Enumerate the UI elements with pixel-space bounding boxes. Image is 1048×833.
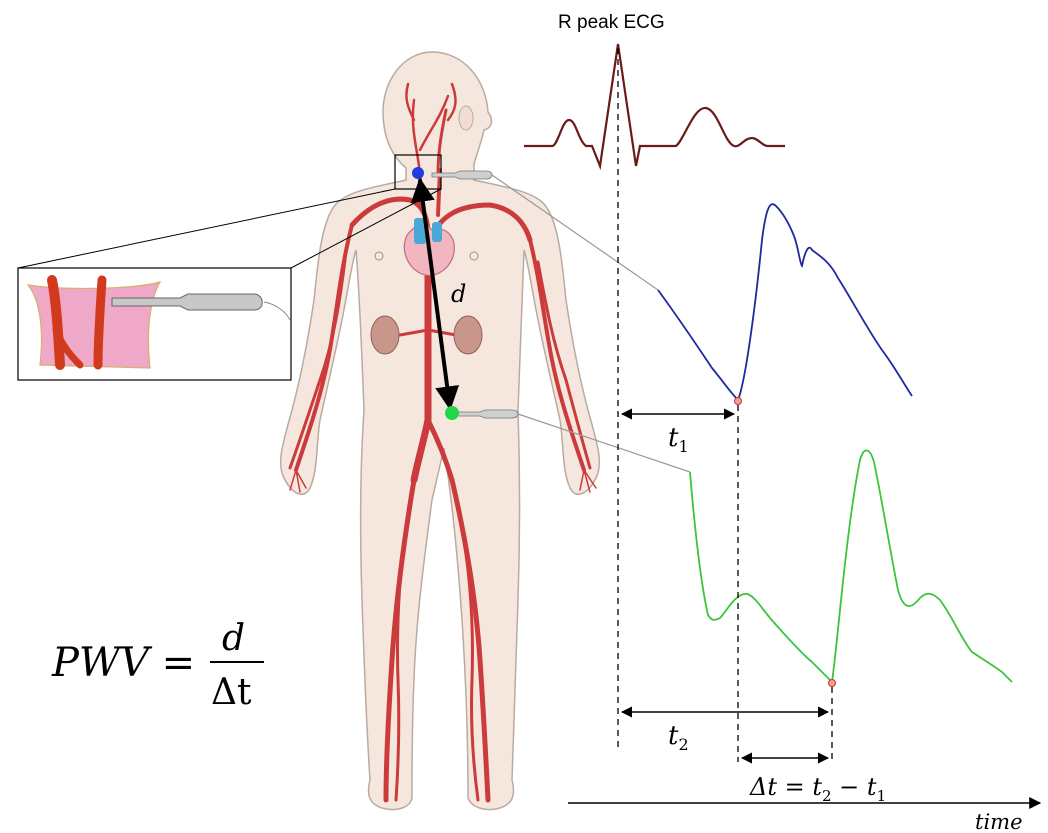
- carotid-site-marker: [412, 167, 424, 179]
- body-silhouette: [279, 51, 601, 811]
- arterial-tree: [288, 82, 597, 803]
- time-axis-label: time: [975, 810, 1023, 833]
- t1-label: t1: [668, 423, 689, 456]
- distance-label: d: [451, 280, 466, 308]
- delta-t-equation: Δt = t2 − t1: [749, 773, 886, 805]
- kidney-right: [453, 315, 483, 355]
- femoral-site-marker: [445, 406, 459, 420]
- formula-denominator: Δt: [211, 672, 252, 713]
- pwv-formula: PWV = d Δt: [51, 618, 264, 713]
- femoral-foot-marker: [828, 679, 836, 687]
- kidney-left: [370, 315, 400, 355]
- ecg-title: R peak ECG: [558, 12, 665, 33]
- formula-lhs: PWV =: [51, 640, 195, 686]
- carotid-waveform: [657, 203, 913, 402]
- human-body-illustration: [279, 51, 601, 811]
- carotid-probe: [431, 170, 493, 180]
- carotid-inset-illustration: [17, 267, 292, 381]
- probe-icon: [111, 293, 291, 321]
- t2-label: t2: [668, 721, 689, 754]
- formula-numerator: d: [222, 618, 245, 659]
- ecg-trace: [524, 43, 785, 171]
- carotid-foot-marker: [734, 397, 742, 405]
- distance-arrow: [410, 177, 460, 411]
- femoral-waveform: [689, 449, 1013, 684]
- ear: [458, 105, 474, 131]
- femoral-probe: [457, 409, 519, 419]
